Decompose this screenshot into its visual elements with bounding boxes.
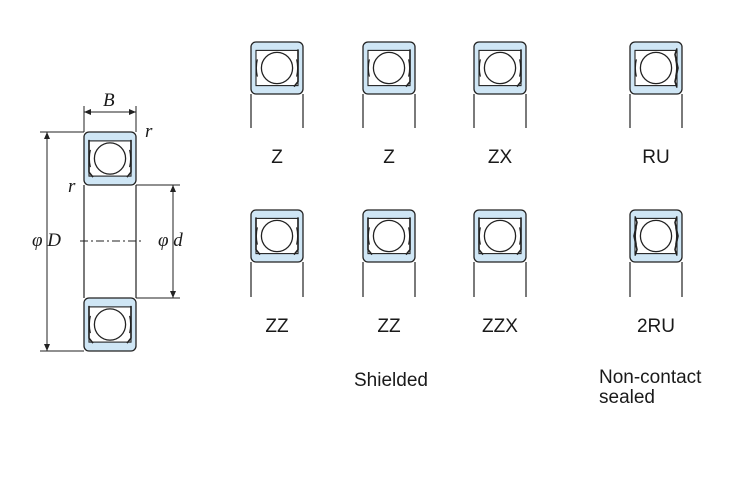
group-caption-sealed-line2: sealed (599, 387, 655, 408)
seal (633, 216, 638, 256)
variant-bearing (629, 209, 683, 297)
group-caption-sealed-line1: Non-contact (599, 367, 702, 388)
type-label-ru: RU (642, 147, 670, 168)
ball-section (473, 209, 527, 263)
shield (126, 305, 132, 344)
ball (93, 142, 127, 175)
outer-diameter-label: φ D (32, 230, 61, 251)
width-dimension-label: B (103, 90, 115, 111)
shield (293, 217, 299, 256)
radius-label-side: r (68, 176, 76, 197)
type-label-z-2: Z (383, 147, 395, 168)
ball (483, 51, 517, 85)
shield (367, 217, 373, 256)
type-label-zz-2: ZZ (377, 316, 401, 337)
type-label-zzx: ZZX (482, 316, 518, 337)
group-caption-shielded: Shielded (354, 370, 428, 391)
ball-section (362, 41, 416, 95)
variant-bearing (362, 41, 416, 128)
variant-bearing (629, 41, 683, 128)
shield (88, 305, 94, 344)
ball-section (83, 131, 137, 186)
shield (478, 217, 484, 256)
ball-section (83, 297, 137, 352)
variant-bearing (250, 41, 304, 128)
shield (405, 217, 411, 256)
type-label-zx: ZX (487, 147, 513, 168)
shield (516, 217, 522, 256)
shield (255, 217, 261, 256)
variant-bearing (362, 209, 416, 297)
bearing-variants (250, 41, 683, 297)
variant-bearing (250, 209, 304, 297)
ball (372, 51, 406, 85)
ball (372, 219, 406, 253)
ball (93, 308, 127, 341)
shield (126, 139, 132, 178)
shield (516, 49, 522, 88)
ball-section (473, 41, 527, 95)
type-label-2ru: 2RU (636, 316, 676, 337)
ball (639, 219, 673, 253)
ball-section (629, 209, 683, 263)
type-label-z-1: Z (271, 147, 283, 168)
type-label-zz-1: ZZ (265, 316, 289, 337)
shield (405, 49, 411, 88)
bore-diameter-label: φ d (158, 230, 183, 251)
ball-section (250, 209, 304, 263)
variant-bearing (473, 41, 527, 128)
radius-label-top: r (145, 121, 153, 142)
ball-section (629, 41, 683, 95)
ball-section (250, 41, 304, 95)
ball (483, 219, 517, 253)
shield (293, 49, 299, 88)
ball (639, 51, 673, 85)
seal (674, 48, 679, 88)
ball-section (362, 209, 416, 263)
shield (88, 139, 94, 178)
main-cross-section (40, 106, 180, 352)
variant-bearing (473, 209, 527, 297)
ball (260, 51, 294, 85)
seal (674, 216, 679, 256)
ball (260, 219, 294, 253)
